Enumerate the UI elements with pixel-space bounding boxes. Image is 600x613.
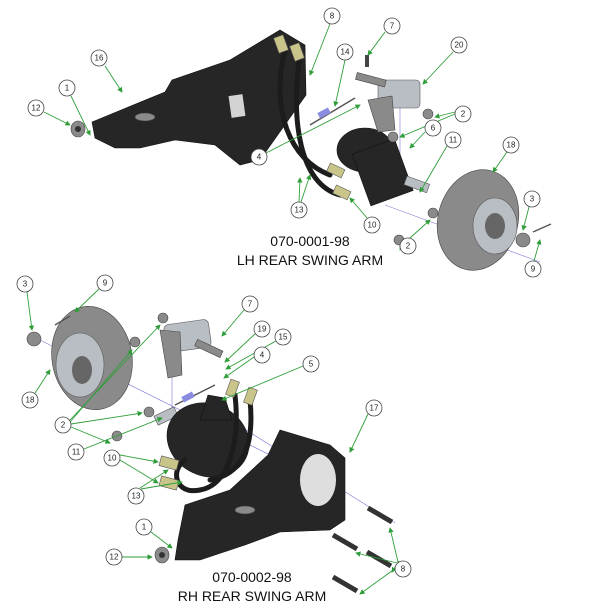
svg-text:18: 18	[507, 141, 516, 150]
lh-callouts: 8 7 16 14 20 1 12 2 6 11 18 4 13 10 3 2 …	[27, 7, 542, 278]
lh-castle-nut	[515, 232, 531, 248]
rh-brake-caliper	[159, 319, 224, 379]
svg-text:12: 12	[110, 553, 119, 562]
svg-text:12: 12	[32, 104, 41, 113]
svg-text:4: 4	[260, 351, 265, 360]
callout: 6	[409, 119, 442, 149]
svg-text:1: 1	[142, 523, 147, 532]
callout: 11	[67, 417, 163, 461]
svg-text:14: 14	[341, 48, 350, 57]
callout: 5	[221, 355, 320, 401]
svg-text:10: 10	[368, 221, 377, 230]
callout: 18	[21, 369, 51, 409]
lh-swing-arm	[91, 29, 307, 166]
callout: 1	[135, 518, 173, 549]
callout: 2	[399, 219, 431, 255]
svg-text:4: 4	[257, 153, 262, 162]
callout: 16	[90, 49, 123, 93]
svg-text:2: 2	[461, 110, 466, 119]
callout: 17	[349, 399, 383, 453]
callout: 10	[103, 449, 159, 484]
svg-text:11: 11	[72, 448, 81, 457]
lh-brake-caliper	[355, 55, 421, 133]
callout: 13	[127, 469, 183, 505]
svg-text:3: 3	[530, 195, 535, 204]
svg-text:6: 6	[431, 124, 436, 133]
rh-part-number: 070-0002-98	[212, 569, 292, 585]
svg-text:8: 8	[330, 12, 335, 21]
callout: 9	[524, 239, 542, 278]
svg-text:17: 17	[370, 404, 379, 413]
callout: 1	[58, 79, 91, 136]
svg-text:11: 11	[449, 136, 458, 145]
callout: 3	[16, 275, 35, 331]
lh-hub-rotor	[436, 169, 520, 271]
svg-text:1: 1	[65, 84, 70, 93]
callout: 7	[367, 17, 401, 56]
lh-hydraulic-motor	[336, 127, 431, 207]
svg-text:18: 18	[26, 396, 35, 405]
rh-swing-arm-assembly	[26, 306, 396, 594]
callout: 7	[221, 295, 259, 337]
callout: 19	[224, 320, 271, 363]
svg-text:10: 10	[108, 454, 117, 463]
rh-callouts: 3 9 7 19 15 4 5 18 17 2 11 10 13 1 12 8	[16, 274, 412, 595]
svg-text:5: 5	[309, 360, 314, 369]
svg-text:2: 2	[406, 242, 411, 251]
lh-part-number: 070-0001-98	[270, 233, 350, 249]
svg-text:8: 8	[401, 565, 406, 574]
svg-text:9: 9	[531, 265, 536, 274]
lh-hose	[293, 52, 343, 198]
svg-text:19: 19	[258, 325, 267, 334]
callout: 2	[54, 324, 161, 444]
callout: 9	[74, 274, 114, 313]
svg-text:9: 9	[103, 279, 108, 288]
svg-text:7: 7	[390, 22, 395, 31]
rh-assembly-name: RH REAR SWING ARM	[178, 588, 327, 604]
svg-text:16: 16	[95, 54, 104, 63]
callout: 10	[349, 197, 381, 234]
svg-text:13: 13	[132, 492, 141, 501]
callout: 8	[355, 527, 412, 595]
callout: 18	[492, 136, 520, 173]
rh-swing-arm	[174, 429, 346, 561]
svg-text:2: 2	[61, 421, 66, 430]
lh-hose	[277, 47, 333, 178]
callout: 3	[521, 190, 541, 231]
callout: 20	[422, 36, 468, 85]
callout: 4	[250, 104, 361, 166]
callout: 8	[309, 7, 341, 76]
rh-hub-rotor	[51, 306, 133, 410]
svg-text:15: 15	[279, 333, 288, 342]
callout: 12	[105, 548, 153, 566]
svg-text:13: 13	[295, 206, 304, 215]
callout: 15	[225, 328, 292, 370]
svg-text:3: 3	[23, 280, 28, 289]
callout: 2	[399, 105, 472, 138]
callout: 14	[333, 43, 354, 107]
callout: 13	[290, 174, 312, 219]
svg-text:20: 20	[455, 41, 464, 50]
callout: 11	[419, 131, 462, 193]
callout: 12	[27, 99, 71, 126]
callout: 4	[223, 346, 271, 379]
svg-text:7: 7	[248, 300, 253, 309]
lh-assembly-name: LH REAR SWING ARM	[237, 252, 383, 268]
lh-swing-arm-assembly	[70, 29, 552, 271]
